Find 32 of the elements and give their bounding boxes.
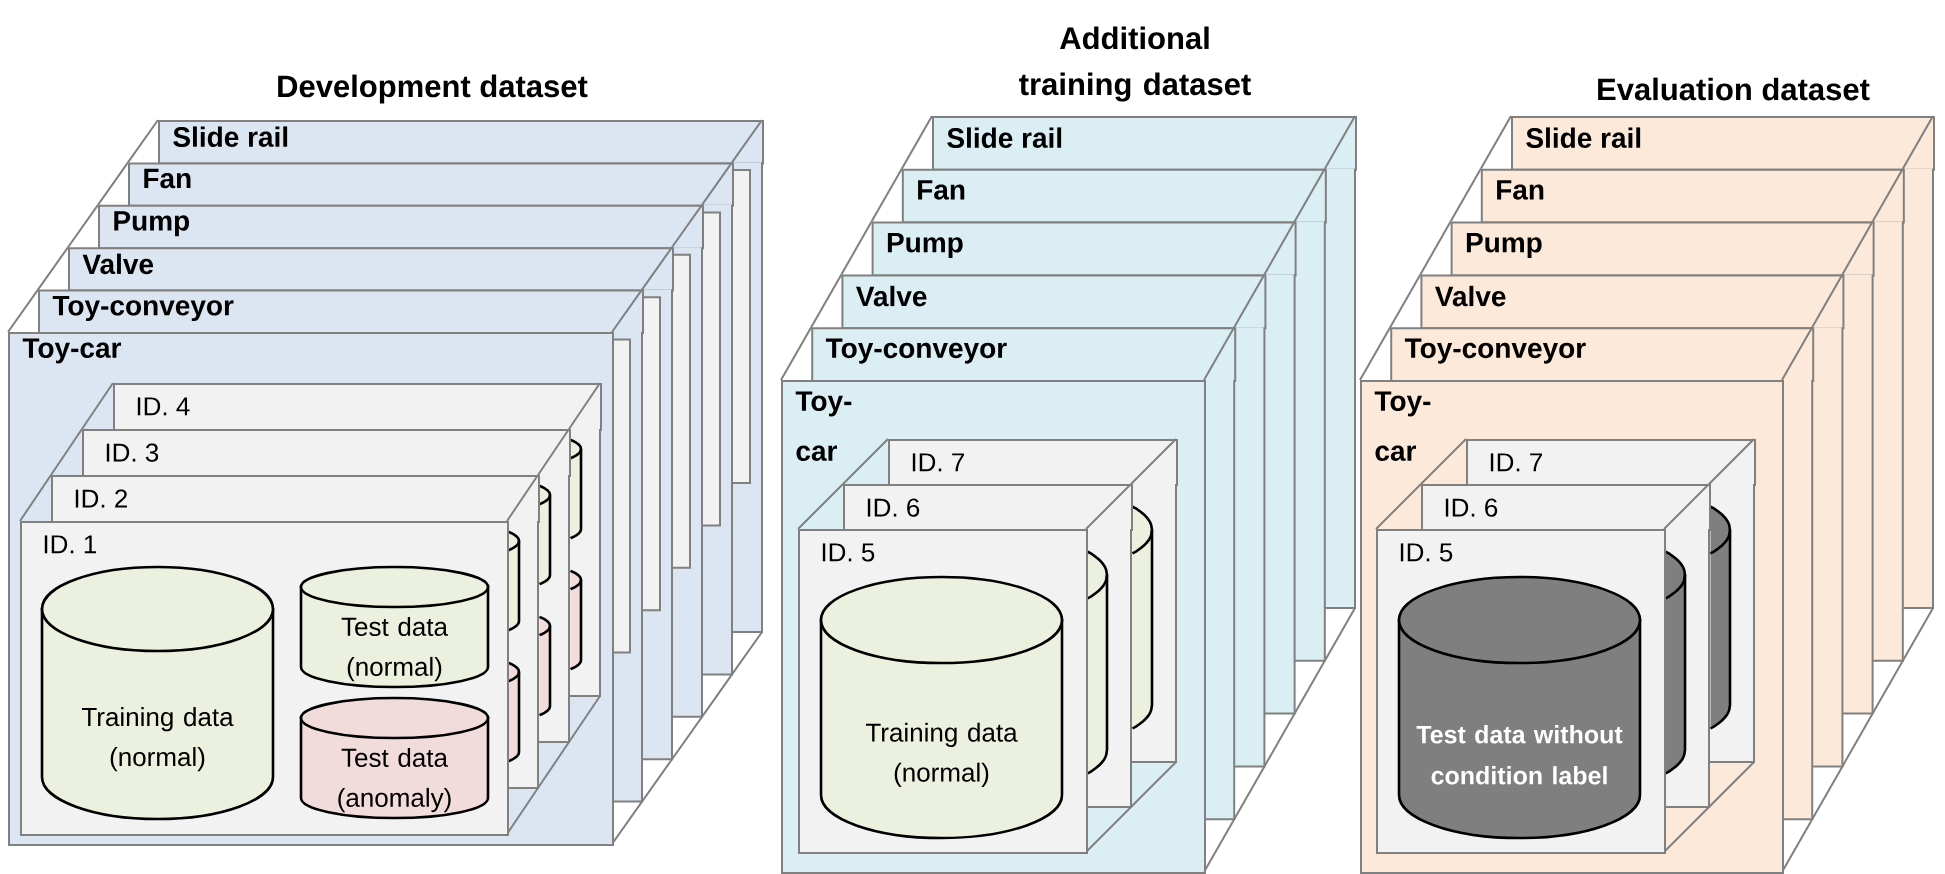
id-card: ID. 6 [797, 483, 1133, 531]
database-cylinder [569, 569, 583, 671]
category-card: Slide rail [1479, 115, 1935, 171]
database-cylinder [538, 615, 552, 717]
dataset-title: Evaluation dataset [1598, 77, 1870, 101]
database-cylinder: Test data (anomaly) [299, 696, 490, 820]
category-card: Toy-conveyor [1359, 326, 1815, 382]
category-card: Fan [97, 161, 734, 207]
category-card: Toy-conveyor [780, 326, 1237, 382]
category-card: Pump [67, 203, 704, 250]
category-card: Valve [37, 246, 674, 292]
category-card: Slide rail [900, 115, 1357, 171]
id-card: ID. 4 [81, 382, 602, 431]
id-card: ID. 3 [50, 428, 571, 477]
id-card: ID. 2 [19, 474, 540, 523]
category-card: Pump [1419, 220, 1875, 277]
database-cylinder: Training data (normal) [819, 575, 1064, 840]
id-card: ID. 6 [1375, 483, 1711, 531]
id-card: ID. 7 [1420, 438, 1756, 486]
category-card: Pump [840, 220, 1297, 277]
dataset-title: Additional training dataset [1019, 26, 1251, 102]
category-card: Toy-conveyor [7, 288, 644, 334]
category-card: Fan [1449, 167, 1905, 224]
category-card: Valve [810, 273, 1267, 330]
database-cylinder: Test data without condition label [1397, 575, 1642, 840]
category-card: Fan [870, 167, 1327, 224]
category-card: Slide rail [127, 119, 764, 165]
id-card: ID. 7 [842, 438, 1178, 486]
category-card: Valve [1389, 273, 1845, 330]
database-cylinder: Test data (normal) [299, 565, 490, 689]
database-cylinder: Training data (normal) [40, 565, 275, 821]
dataset-title: Development dataset [278, 74, 588, 104]
